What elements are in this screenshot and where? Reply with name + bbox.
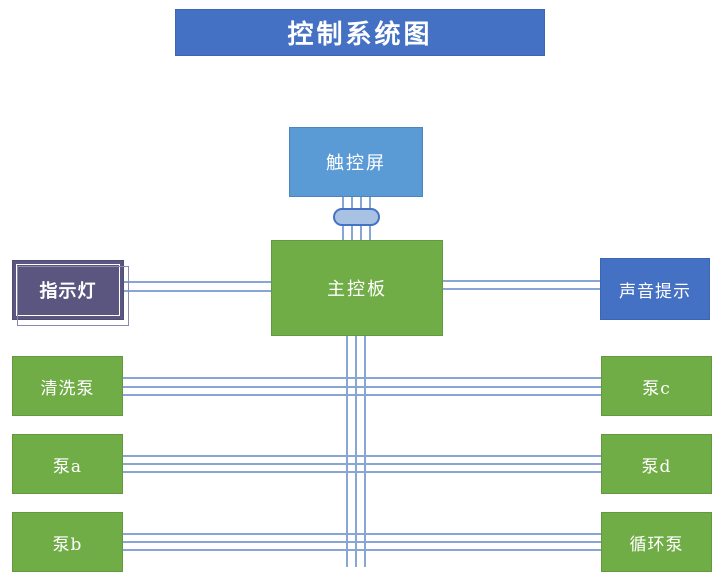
wire-main-board-to-sound-alert <box>443 280 600 282</box>
node-cleaning-pump[interactable]: 清洗泵 <box>12 356 123 416</box>
node-pump-c[interactable]: 泵c <box>601 356 712 416</box>
wire-cleaning-pump-to-pump-c <box>123 386 601 388</box>
wire-main-board-to-sound-alert <box>443 288 600 290</box>
sound-alert-label: 声音提示 <box>619 281 691 302</box>
node-pump-b[interactable]: 泵b <box>12 512 123 572</box>
wire-pump-a-to-pump-d <box>123 455 601 457</box>
circulation-pump-label: 循环泵 <box>629 534 684 555</box>
indicator-light-label: 指示灯 <box>39 281 97 302</box>
wire-main-board-downlink <box>364 336 366 567</box>
node-pump-a[interactable]: 泵a <box>12 434 123 494</box>
wire-cleaning-pump-to-pump-c <box>123 377 601 379</box>
indicator-shadow-frame <box>17 266 129 326</box>
cable-connector[interactable] <box>333 208 380 226</box>
node-circulation-pump[interactable]: 循环泵 <box>601 512 712 572</box>
node-pump-d[interactable]: 泵d <box>601 434 712 494</box>
wire-cleaning-pump-to-pump-c <box>123 394 601 396</box>
touch-screen-label: 触控屏 <box>326 153 386 174</box>
node-sound-alert[interactable]: 声音提示 <box>600 258 710 320</box>
wire-pump-b-to-circulation-pump <box>123 549 601 551</box>
main-board-label: 主控板 <box>327 279 387 300</box>
node-main-board[interactable]: 主控板 <box>271 240 443 336</box>
node-indicator-light[interactable]: 指示灯 <box>12 260 129 326</box>
wire-pump-b-to-circulation-pump <box>123 533 601 535</box>
wire-pump-a-to-pump-d <box>123 471 601 473</box>
pump-c-label: 泵c <box>642 378 671 399</box>
pump-a-label: 泵a <box>52 456 83 477</box>
wire-indicator-to-main-board <box>124 281 271 283</box>
wire-indicator-to-main-board <box>124 290 271 292</box>
cleaning-pump-label: 清洗泵 <box>40 378 95 399</box>
pump-b-label: 泵b <box>52 534 83 555</box>
wire-pump-b-to-circulation-pump <box>123 541 601 543</box>
diagram-title-label: 控制系统图 <box>287 20 433 50</box>
wire-main-board-downlink <box>346 336 348 567</box>
wire-pump-a-to-pump-d <box>123 463 601 465</box>
pump-d-label: 泵d <box>641 456 672 477</box>
wire-main-board-downlink <box>355 336 357 567</box>
node-touch-screen[interactable]: 触控屏 <box>289 127 423 197</box>
diagram-title[interactable]: 控制系统图 <box>175 9 545 56</box>
